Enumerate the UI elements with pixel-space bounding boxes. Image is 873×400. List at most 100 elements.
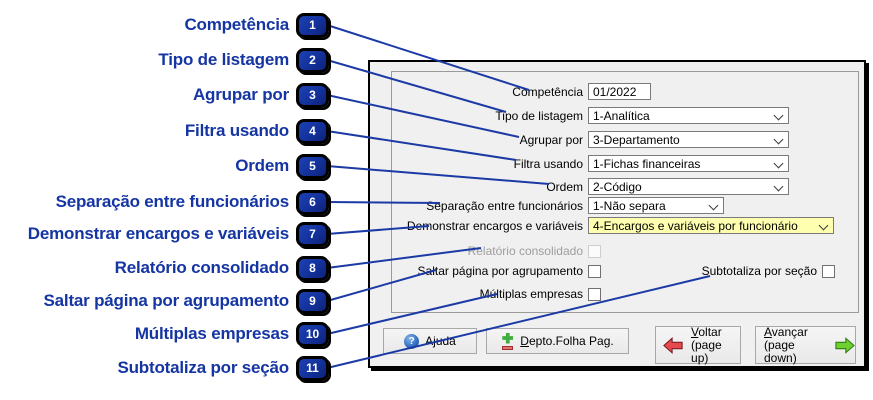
ordem-label: Ordem bbox=[546, 179, 583, 194]
chevron-down-icon bbox=[773, 110, 784, 121]
tipo-listagem-label: Tipo de listagem bbox=[495, 108, 583, 123]
chevron-down-icon bbox=[708, 200, 719, 211]
depto-folha-pag-button[interactable]: Depto.Folha Pag. bbox=[486, 328, 629, 354]
demonstrar-encargos-label: Demonstrar encargos e variáveis bbox=[406, 218, 583, 233]
callout-row-1: Competência 1 bbox=[0, 12, 329, 38]
chevron-down-icon bbox=[773, 134, 784, 145]
tipo-listagem-select[interactable]: 1-Analítica bbox=[588, 107, 789, 124]
callout-number: 4 bbox=[309, 124, 316, 138]
demonstrar-encargos-value: 4-Encargos e variáveis por funcionário bbox=[593, 218, 798, 233]
callout-row-8: Relatório consolidado 8 bbox=[0, 255, 329, 281]
callout-label: Ordem bbox=[235, 156, 289, 175]
callout-number-badge: 3 bbox=[296, 82, 329, 108]
callout-number: 1 bbox=[309, 18, 316, 32]
callout-label: Separação entre funcionários bbox=[55, 192, 290, 211]
separacao-label: Separação entre funcionários bbox=[426, 198, 583, 213]
tipo-listagem-value: 1-Analítica bbox=[593, 108, 650, 123]
callout-number: 6 bbox=[309, 195, 316, 209]
row-saltar-pagina: Saltar página por agrupamento bbox=[370, 264, 601, 278]
callout-number-badge: 4 bbox=[296, 118, 329, 144]
callout-number: 10 bbox=[305, 327, 320, 341]
saltar-pagina-label: Saltar página por agrupamento bbox=[417, 264, 583, 278]
subtotaliza-label: Subtotaliza por seção bbox=[701, 264, 817, 278]
callout-number: 7 bbox=[309, 227, 316, 241]
callout-label: Saltar página por agrupamento bbox=[43, 291, 290, 310]
avancar-button[interactable]: Avançar (page down) bbox=[755, 324, 856, 365]
callout-label: Agrupar por bbox=[192, 85, 289, 104]
callout-number-badge: 6 bbox=[296, 189, 329, 215]
callout-row-5: Ordem 5 bbox=[0, 153, 329, 179]
callout-number: 9 bbox=[309, 294, 316, 308]
separacao-select[interactable]: 1-Não separa bbox=[588, 197, 724, 214]
filtra-usando-select[interactable]: 1-Fichas financeiras bbox=[588, 155, 789, 172]
callout-row-7: Demonstrar encargos e variáveis 7 bbox=[0, 221, 329, 247]
callout-number-badge: 11 bbox=[296, 355, 329, 381]
chevron-down-icon bbox=[773, 181, 784, 192]
agrupar-por-value: 3-Departamento bbox=[593, 132, 680, 147]
depto-button-label: Depto.Folha Pag. bbox=[520, 334, 614, 348]
row-competencia: Competência 01/2022 bbox=[370, 83, 651, 100]
filtra-usando-label: Filtra usando bbox=[513, 156, 583, 171]
demonstrar-encargos-select[interactable]: 4-Encargos e variáveis por funcionário bbox=[588, 217, 834, 234]
multiplas-empresas-checkbox[interactable] bbox=[588, 287, 601, 301]
callout-number-badge: 9 bbox=[296, 288, 329, 314]
row-tipo-listagem: Tipo de listagem 1-Analítica bbox=[370, 107, 789, 124]
callout-row-6: Separação entre funcionários 6 bbox=[0, 189, 329, 215]
row-demonstrar-encargos: Demonstrar encargos e variáveis 4-Encarg… bbox=[370, 217, 834, 234]
agrupar-por-label: Agrupar por bbox=[519, 132, 583, 147]
add-remove-icon bbox=[501, 332, 514, 350]
callout-number-badge: 8 bbox=[296, 255, 329, 281]
row-separacao: Separação entre funcionários 1-Não separ… bbox=[370, 197, 724, 214]
chevron-down-icon bbox=[773, 158, 784, 169]
callout-label: Múltiplas empresas bbox=[134, 324, 289, 343]
callout-number-badge: 5 bbox=[296, 153, 329, 179]
callout-number: 3 bbox=[309, 88, 316, 102]
competencia-input[interactable]: 01/2022 bbox=[588, 83, 651, 100]
callout-label: Filtra usando bbox=[184, 121, 289, 140]
callout-row-11: Subtotaliza por seção 11 bbox=[0, 355, 329, 381]
filtra-usando-value: 1-Fichas financeiras bbox=[593, 156, 701, 171]
row-relatorio-consolidado: Relatório consolidado bbox=[370, 244, 601, 258]
callout-number: 8 bbox=[309, 261, 316, 275]
relatorio-consolidado-checkbox bbox=[588, 244, 601, 258]
callout-label: Competência bbox=[184, 15, 289, 34]
row-multiplas-empresas: Múltiplas empresas bbox=[370, 287, 601, 301]
subtotaliza-checkbox[interactable] bbox=[822, 264, 835, 278]
callout-label: Tipo de listagem bbox=[158, 50, 289, 69]
callout-label: Subtotaliza por seção bbox=[117, 358, 289, 377]
chevron-down-icon bbox=[818, 220, 829, 231]
voltar-button[interactable]: Voltar (page up) bbox=[655, 324, 741, 365]
row-ordem: Ordem 2-Código bbox=[370, 178, 789, 195]
callout-row-3: Agrupar por 3 bbox=[0, 82, 329, 108]
relatorio-consolidado-label: Relatório consolidado bbox=[467, 244, 583, 258]
help-button-label: Ajuda bbox=[425, 334, 456, 348]
callout-row-2: Tipo de listagem 2 bbox=[0, 47, 329, 73]
row-agrupar-por: Agrupar por 3-Departamento bbox=[370, 131, 789, 148]
row-filtra-usando: Filtra usando 1-Fichas financeiras bbox=[370, 155, 789, 172]
ordem-select[interactable]: 2-Código bbox=[588, 178, 789, 195]
callout-label: Relatório consolidado bbox=[114, 258, 290, 277]
callout-number: 2 bbox=[309, 53, 316, 67]
help-button[interactable]: ? Ajuda bbox=[383, 328, 477, 354]
avancar-button-label: Avançar (page down) bbox=[764, 324, 808, 365]
callout-number-badge: 10 bbox=[296, 321, 329, 347]
saltar-pagina-checkbox[interactable] bbox=[588, 264, 601, 278]
multiplas-empresas-label: Múltiplas empresas bbox=[479, 287, 583, 301]
callout-number: 11 bbox=[306, 361, 319, 375]
callout-row-10: Múltiplas empresas 10 bbox=[0, 321, 329, 347]
back-arrow-icon bbox=[663, 336, 683, 354]
callout-label: Demonstrar encargos e variáveis bbox=[27, 224, 289, 243]
callout-number: 5 bbox=[309, 159, 316, 173]
agrupar-por-select[interactable]: 3-Departamento bbox=[588, 131, 789, 148]
competencia-label: Competência bbox=[512, 84, 583, 99]
voltar-button-label: Voltar (page up) bbox=[691, 324, 722, 365]
separacao-value: 1-Não separa bbox=[593, 198, 666, 213]
callout-number-badge: 2 bbox=[296, 47, 329, 73]
forward-arrow-icon bbox=[835, 336, 855, 354]
callout-number-badge: 7 bbox=[296, 221, 329, 247]
ordem-value: 2-Código bbox=[593, 179, 642, 194]
callout-row-4: Filtra usando 4 bbox=[0, 118, 329, 144]
help-icon: ? bbox=[404, 333, 420, 349]
callout-number-badge: 1 bbox=[296, 12, 329, 38]
